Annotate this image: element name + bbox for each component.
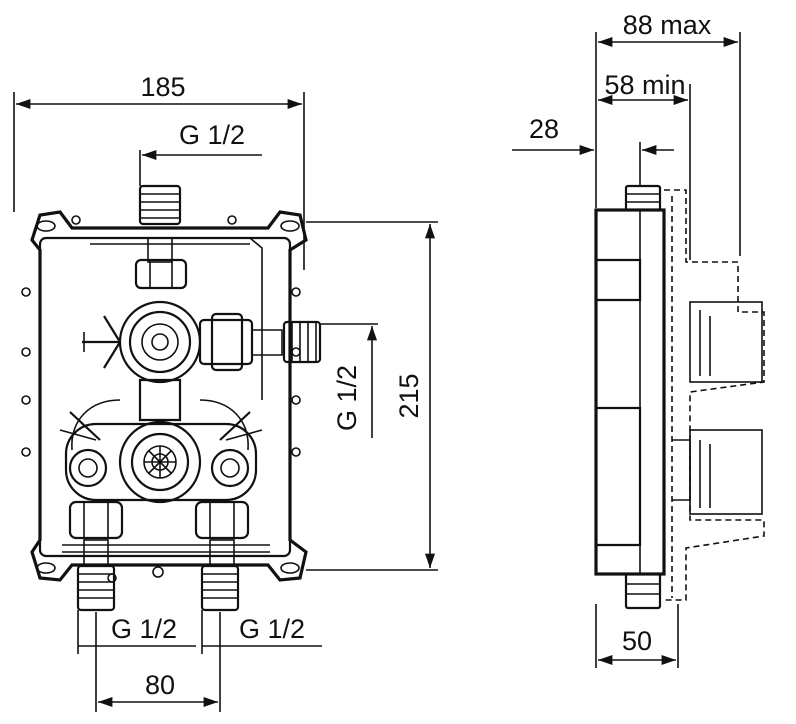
offset-label: 28 bbox=[529, 114, 559, 144]
top-inlet-fitting bbox=[134, 184, 188, 290]
width-label: 185 bbox=[140, 72, 185, 102]
dimension-top-inlet: G 1/2 bbox=[139, 120, 262, 186]
dimension-offset: 28 bbox=[512, 114, 674, 186]
side-outlet-fitting bbox=[198, 312, 322, 372]
mounting-frame bbox=[30, 210, 308, 582]
dimension-bottom-connections: G 1/2 G 1/2 bbox=[77, 610, 322, 654]
dimension-side-outlet: G 1/2 bbox=[320, 323, 378, 438]
side-outlet-label: G 1/2 bbox=[332, 365, 362, 431]
body-depth-label: 50 bbox=[622, 626, 652, 656]
dimension-height: 215 bbox=[306, 221, 438, 571]
side-view: 88 max 58 min 28 50 bbox=[512, 10, 765, 668]
bottom-right-label: G 1/2 bbox=[239, 614, 305, 644]
bottom-right-fitting bbox=[194, 500, 250, 612]
dimension-spacing: 80 bbox=[95, 612, 221, 712]
mounting-holes bbox=[21, 215, 301, 583]
dimension-max-depth: 88 max bbox=[595, 10, 741, 256]
inner-frame bbox=[38, 236, 292, 558]
installation-envelope bbox=[664, 189, 765, 601]
dimension-body-depth: 50 bbox=[595, 604, 679, 668]
bottom-left-fitting bbox=[68, 500, 124, 612]
dimension-width: 185 bbox=[13, 72, 305, 270]
diverter-valve bbox=[82, 300, 202, 384]
height-label: 215 bbox=[394, 373, 424, 418]
top-inlet-label: G 1/2 bbox=[179, 120, 245, 150]
max-depth-label: 88 max bbox=[623, 10, 712, 40]
side-body bbox=[594, 208, 666, 576]
thermostatic-cartridge bbox=[59, 411, 263, 504]
spacing-label: 80 bbox=[145, 670, 175, 700]
min-depth-label: 58 min bbox=[604, 70, 685, 100]
front-view: 185 G 1/2 215 G 1/2 G 1/2 G 1/2 bbox=[13, 72, 438, 712]
bottom-left-label: G 1/2 bbox=[111, 614, 177, 644]
dimension-min-depth: 58 min bbox=[598, 70, 691, 260]
